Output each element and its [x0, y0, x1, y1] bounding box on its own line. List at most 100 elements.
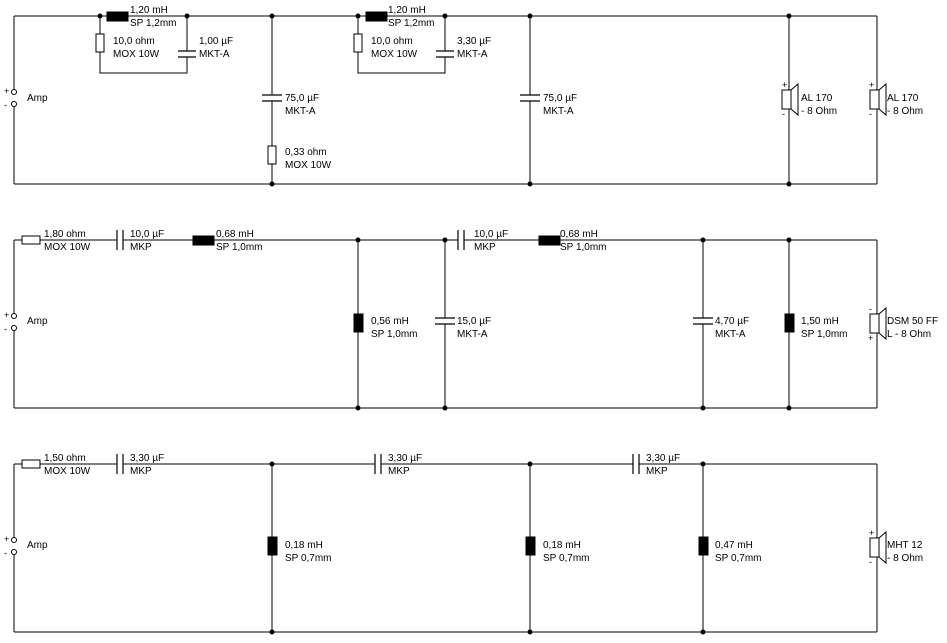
stage1-r2-spec: MOX 10W: [285, 160, 332, 171]
stage2-capacitor-c1: [116, 230, 124, 250]
stage3-l3-value: 0,47 mH: [715, 540, 753, 551]
stage2-l1-spec: SP 1,0mm: [216, 242, 263, 253]
stage1-r1-value: 10,0 ohm: [113, 36, 155, 47]
stage2-circuit: - + + - Amp 1,80 ohm MOX 10W 10,0 µF MKP…: [4, 229, 938, 411]
stage1-r3-value: 10,0 ohm: [371, 36, 413, 47]
stage3-c1-spec: MKP: [130, 466, 152, 477]
stage1-resistor-r3: [353, 33, 363, 53]
stage2-c2-spec: MKT-A: [457, 329, 488, 340]
stage2-resistor-r1: [21, 235, 41, 245]
stage2-spk-minus: -: [869, 304, 872, 314]
stage3-inductor-l3: [698, 536, 709, 556]
stage1-r2-value: 0,33 ohm: [285, 147, 327, 158]
stage1-amp-minus-terminal: [11, 101, 17, 107]
stage2-inductor-l4: [784, 313, 795, 333]
stage2-speaker-icon: [869, 306, 887, 341]
stage1-spk2-minus: -: [869, 109, 872, 119]
stage1-r1-spec: MOX 10W: [113, 49, 160, 60]
stage2-c1-spec: MKP: [130, 242, 152, 253]
stage1-resistor-r1: [95, 33, 105, 53]
stage2-c3-spec: MKP: [474, 242, 496, 253]
stage1-l1-spec: SP 1,2mm: [130, 18, 177, 29]
stage2-amp-plus-terminal: [11, 313, 17, 319]
stage1-c4-value: 75,0 µF: [543, 93, 577, 104]
stage2-l4-value: 1,50 mH: [801, 316, 839, 327]
stage1-amp-plus-terminal: [11, 89, 17, 95]
stage2-c3-value: 10,0 µF: [474, 229, 508, 240]
stage2-inductor-l2: [353, 313, 364, 333]
stage2-capacitor-c4: [693, 317, 713, 325]
svg-text:+: +: [4, 534, 9, 544]
svg-text:-: -: [4, 324, 7, 334]
stage1-capacitor-c2: [262, 94, 282, 102]
stage3-resistor-r1: [21, 459, 41, 469]
stage1-spk1-minus: -: [782, 109, 785, 119]
stage2-capacitor-c2: [435, 317, 455, 325]
stage1-spk1-plus: +: [782, 80, 787, 90]
stage3-capacitor-c2: [374, 454, 382, 474]
stage1-c3-value: 3,30 µF: [457, 36, 491, 47]
stage2-l3-spec: SP 1,0mm: [560, 242, 607, 253]
stage2-l2-spec: SP 1,0mm: [371, 329, 418, 340]
stage2-capacitor-c3: [457, 230, 465, 250]
stage3-c2-spec: MKP: [388, 466, 410, 477]
stage3-amp-minus-terminal: [11, 549, 17, 555]
stage1-inductor-l2: [365, 11, 388, 22]
stage3-amp-label: Amp: [27, 540, 48, 551]
stage2-l1-value: 0,68 mH: [216, 229, 254, 240]
stage1-c2-spec: MKT-A: [285, 106, 316, 117]
stage3-spk-imp: - 8 Ohm: [887, 553, 923, 564]
stage1-c4-spec: MKT-A: [543, 106, 574, 117]
stage2-l2-value: 0,56 mH: [371, 316, 409, 327]
stage1-l1-value: 1,20 mH: [130, 5, 168, 16]
stage1-circuit: + - + - + - Amp 1,20 mH SP 1,2mm 10,0 oh…: [4, 5, 923, 187]
stage1-spk1-imp: - 8 Ohm: [801, 106, 837, 117]
stage2-r1-value: 1,80 ohm: [44, 229, 86, 240]
stage3-l2-spec: SP 0,7mm: [543, 553, 590, 564]
stage1-resistor-r2: [267, 145, 277, 165]
stage1-capacitor-c4: [520, 94, 540, 102]
svg-text:+: +: [4, 86, 9, 96]
stage3-spk-name: MHT 12: [887, 540, 923, 551]
stage3-spk-plus: +: [869, 528, 874, 538]
stage2-inductor-l3: [538, 235, 561, 246]
stage1-speaker2-icon: [869, 82, 887, 117]
stage3-inductor-l1: [267, 536, 278, 556]
stage3-c3-spec: MKP: [646, 466, 668, 477]
stage3-inductor-l2: [525, 536, 536, 556]
stage1-amp-label: Amp: [27, 93, 48, 104]
stage1-l2-spec: SP 1,2mm: [388, 18, 435, 29]
stage1-capacitor-c1: [178, 50, 196, 58]
stage1-c1-value: 1,00 µF: [199, 36, 233, 47]
stage1-speaker1-icon: [781, 82, 799, 117]
stage3-capacitor-c3: [632, 454, 640, 474]
stage3-c3-value: 3,30 µF: [646, 453, 680, 464]
stage3-l2-value: 0,18 mH: [543, 540, 581, 551]
stage2-l4-spec: SP 1,0mm: [801, 329, 848, 340]
stage3-c1-value: 3,30 µF: [130, 453, 164, 464]
stage1-l2-value: 1,20 mH: [388, 5, 426, 16]
stage2-spk-plus: +: [868, 333, 873, 343]
stage2-l3-value: 0,68 mH: [560, 229, 598, 240]
stage1-spk2-imp: - 8 Ohm: [887, 106, 923, 117]
svg-text:+: +: [4, 310, 9, 320]
stage1-capacitor-c3: [436, 50, 454, 58]
stage3-speaker-icon: [869, 530, 887, 565]
stage2-c1-value: 10,0 µF: [130, 229, 164, 240]
stage3-l3-spec: SP 0,7mm: [715, 553, 762, 564]
stage3-amp-plus-terminal: [11, 537, 17, 543]
stage1-c1-spec: MKT-A: [199, 49, 230, 60]
stage2-c4-spec: MKT-A: [715, 329, 746, 340]
stage2-c2-value: 15,0 µF: [457, 316, 491, 327]
stage2-c4-value: 4,70 µF: [715, 316, 749, 327]
stage1-spk1-name: AL 170: [801, 93, 833, 104]
svg-text:-: -: [4, 548, 7, 558]
stage3-circuit: + - + - Amp 1,50 ohm MOX 10W 3,30 µF MKP…: [4, 453, 923, 635]
stage3-l1-spec: SP 0,7mm: [285, 553, 332, 564]
stage2-spk-imp: L - 8 Ohm: [887, 329, 931, 340]
stage3-c2-value: 3,30 µF: [388, 453, 422, 464]
stage2-spk-name: DSM 50 FF: [887, 316, 938, 327]
stage3-spk-minus: -: [869, 557, 872, 567]
stage2-inductor-l1: [192, 235, 215, 246]
